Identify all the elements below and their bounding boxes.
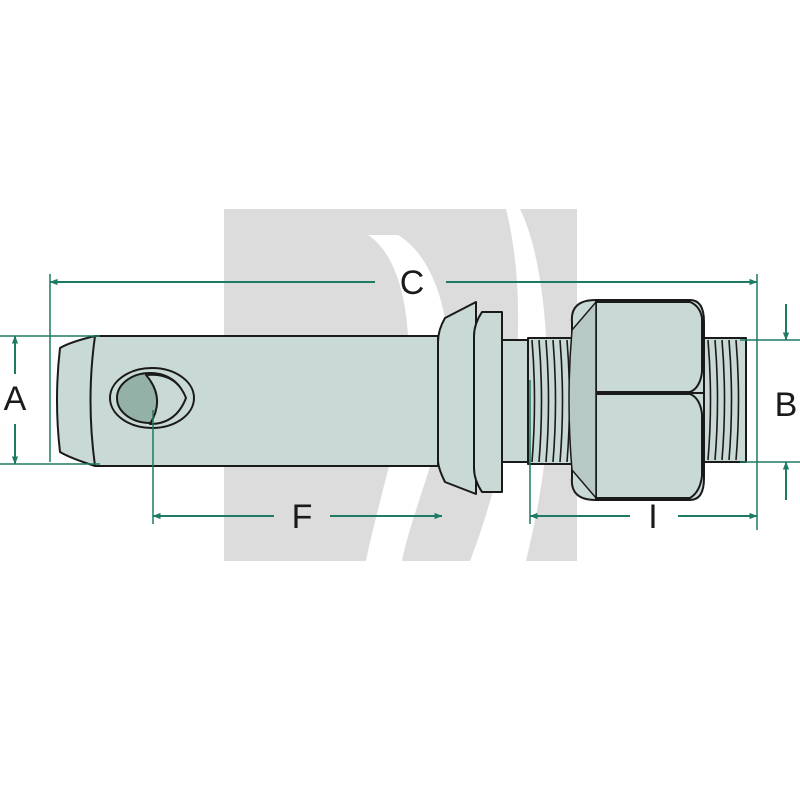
collar [437, 301, 529, 495]
dimension-b-label: B [775, 386, 798, 424]
dimension-f-label: F [292, 498, 313, 536]
dimension-c: C [49, 264, 758, 302]
hex-nut [568, 299, 705, 501]
dimension-i-label: I [648, 498, 657, 536]
thread-right [703, 337, 747, 463]
dimension-a-label: A [4, 380, 27, 418]
dimension-f: F [152, 498, 443, 536]
dimension-c-label: C [400, 264, 425, 302]
dimension-i: I [529, 498, 758, 536]
thread-left [527, 337, 575, 465]
cross-hole [109, 367, 195, 429]
dimension-a: A [4, 335, 27, 465]
dimension-b: B [775, 304, 798, 500]
